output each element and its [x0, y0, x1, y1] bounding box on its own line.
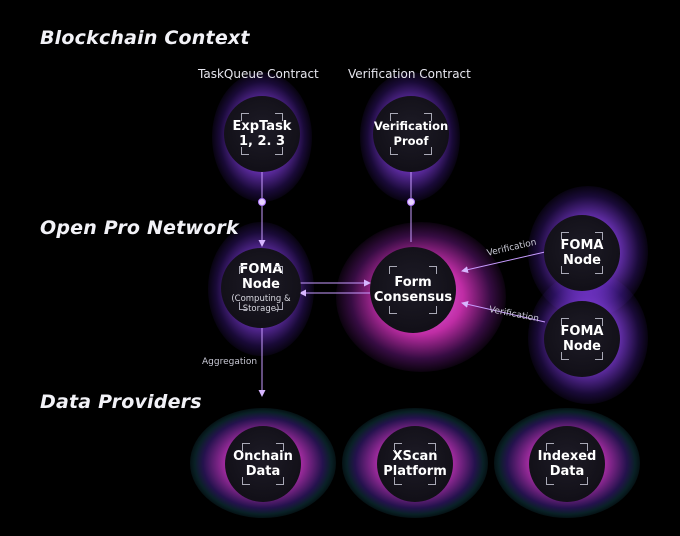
xscan-title-1: XScan [392, 449, 438, 464]
foma-top-to-consensus-line [461, 251, 546, 274]
exptask-junction-dot [258, 198, 266, 206]
onchain-title-1: Onchain [233, 449, 293, 464]
foma-top-node: FOMA Node [544, 215, 620, 291]
verification-proof-node: Verification Proof [373, 96, 449, 172]
section-title-providers: Data Providers [40, 391, 202, 413]
indexed-title-1: Indexed [537, 449, 597, 464]
foma-bottom-title-2: Node [563, 339, 601, 354]
foma-bottom-node: FOMA Node [544, 301, 620, 377]
verification-proof-title-1: Verification [373, 119, 449, 133]
consensus-title-2: Consensus [373, 290, 453, 305]
consensus-title-1: Form [394, 275, 432, 290]
xscan-title-2: Platform [383, 464, 447, 479]
foma-top-title-2: Node [563, 253, 601, 268]
indexed-node: Indexed Data [529, 426, 605, 502]
indexed-title-2: Data [549, 464, 585, 479]
foma-main-sub-2: Storage) [242, 304, 280, 314]
section-title-blockchain: Blockchain Context [40, 27, 250, 49]
aggregation-edge-label: Aggregation [202, 357, 258, 367]
foma-main-node: FOMA Node (Computing & Storage) [221, 248, 301, 328]
onchain-node: Onchain Data [225, 426, 301, 502]
consensus-node: Form Consensus [370, 247, 456, 333]
proof-junction-dot [407, 198, 415, 206]
exptask-title-2: 1, 2. 3 [238, 134, 286, 149]
exptask-node: ExpTask 1, 2. 3 [224, 96, 300, 172]
foma-bottom-title-1: FOMA [560, 324, 604, 339]
verification-proof-title-2: Proof [393, 134, 429, 148]
foma-bottom-to-consensus-line [461, 300, 546, 323]
foma-top-title-1: FOMA [560, 238, 604, 253]
section-title-network: Open Pro Network [40, 217, 239, 239]
foma-main-title-1: FOMA [239, 262, 283, 277]
taskqueue-contract-label: TaskQueue Contract [198, 67, 319, 81]
foma-main-sub-1: (Computing & [231, 294, 291, 304]
exptask-title-1: ExpTask [232, 119, 292, 134]
xscan-node: XScan Platform [377, 426, 453, 502]
verification-contract-label: Verification Contract [348, 67, 471, 81]
foma-main-title-2: Node [242, 277, 280, 292]
onchain-title-2: Data [245, 464, 281, 479]
